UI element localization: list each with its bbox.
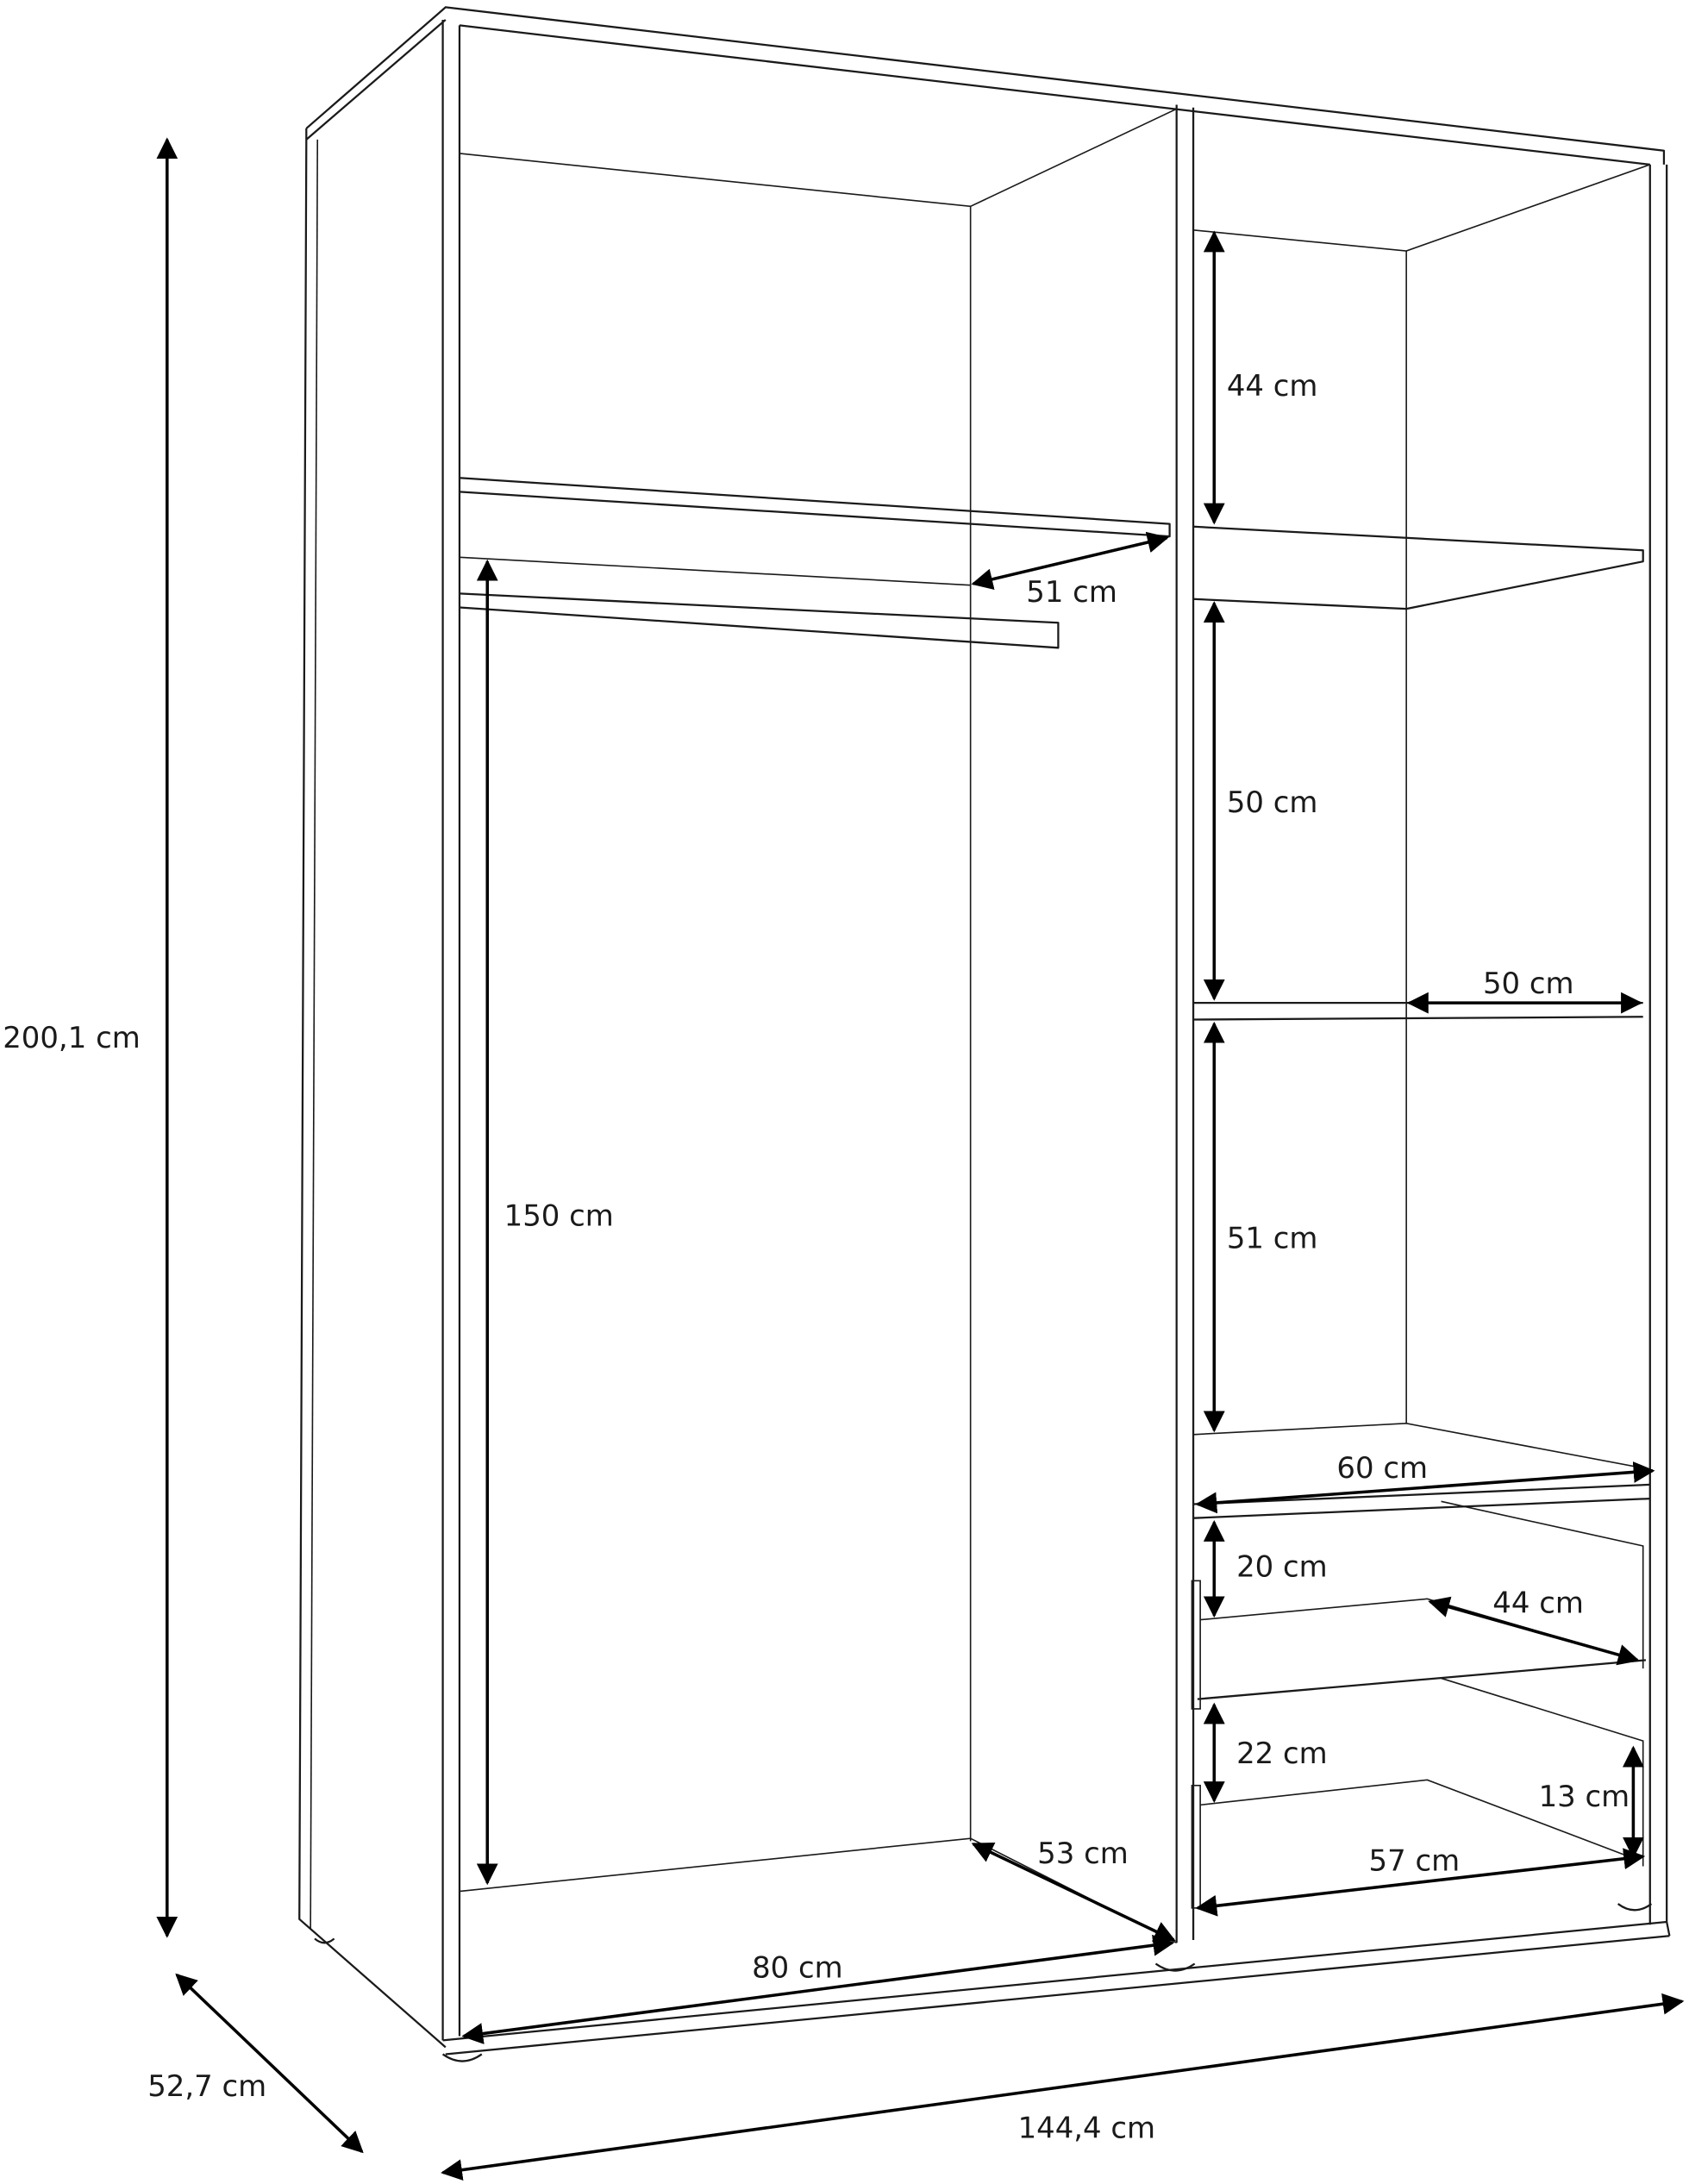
right-compartment bbox=[1191, 164, 1651, 1909]
label-drawer2-inner-height: 13 cm bbox=[1539, 1780, 1630, 1813]
label-total-height: 200,1 cm bbox=[3, 1021, 141, 1054]
label-total-width: 144,4 cm bbox=[1018, 2111, 1156, 2144]
label-left-width: 80 cm bbox=[752, 1951, 843, 1985]
cabinet-outline bbox=[298, 6, 1671, 2062]
label-total-depth: 52,7 cm bbox=[147, 2069, 266, 2103]
label-right-low-height: 51 cm bbox=[1227, 1221, 1318, 1255]
label-left-shelf-depth: 51 cm bbox=[1026, 575, 1117, 609]
label-right-top-height: 44 cm bbox=[1227, 369, 1318, 403]
label-drawer1-depth: 44 cm bbox=[1492, 1586, 1584, 1620]
label-right-shelf-depth: 50 cm bbox=[1483, 967, 1574, 1000]
label-left-depth: 53 cm bbox=[1037, 1837, 1129, 1870]
label-hanging-height: 150 cm bbox=[504, 1199, 614, 1233]
foot bbox=[441, 2053, 483, 2062]
label-drawer2-height: 22 cm bbox=[1236, 1737, 1328, 1770]
label-drawer2-depth: 57 cm bbox=[1369, 1843, 1461, 1877]
label-right-width: 60 cm bbox=[1336, 1451, 1428, 1485]
dimension-arrows bbox=[156, 137, 1685, 2181]
left-compartment bbox=[459, 108, 1178, 1943]
label-drawer1-height: 20 cm bbox=[1236, 1550, 1328, 1584]
label-right-mid-height: 50 cm bbox=[1227, 785, 1318, 819]
dimension-labels: 200,1 cm 52,7 cm 144,4 cm 80 cm 53 cm 15… bbox=[3, 369, 1630, 2144]
